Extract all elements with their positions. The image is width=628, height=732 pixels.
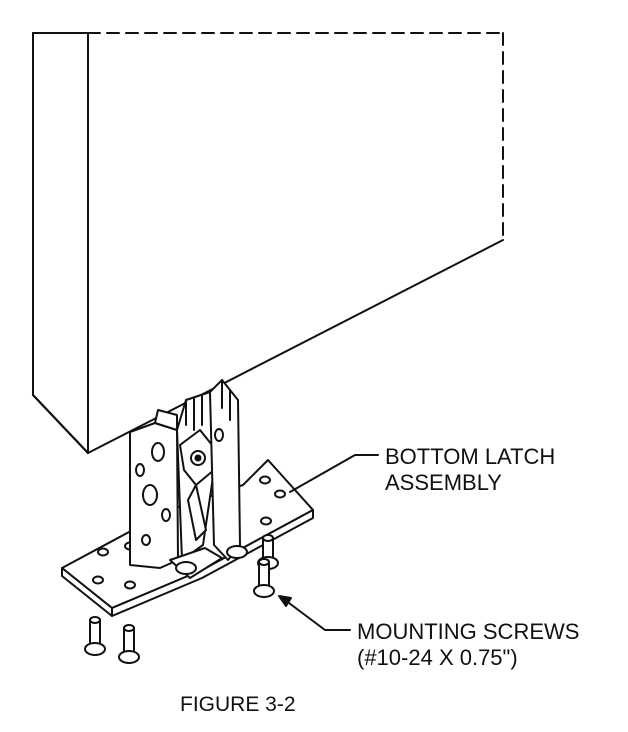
- door-front-face: [88, 33, 503, 453]
- leader-lines: [278, 454, 379, 631]
- door-side-face: [32, 32, 89, 454]
- door-bottom-side-edge: [32, 394, 89, 454]
- leader-mounting-screws: [284, 599, 351, 631]
- latch-roller: [175, 561, 197, 575]
- leader-arrowhead: [278, 595, 292, 607]
- door-bottom-edge: [87, 239, 504, 454]
- latch-right-bracket: [209, 379, 241, 561]
- latch-center-frame-ribs: [185, 394, 203, 431]
- mounting-screws-label-line-2: (#10-24 X 0.75"): [357, 645, 518, 670]
- leader-bottom-latch: [289, 454, 379, 493]
- latch-pawl: [187, 484, 207, 541]
- latch-bracket-hole-lower: [141, 534, 151, 546]
- screw-front-left: [84, 616, 106, 656]
- latch-mechanism: [129, 379, 248, 579]
- latch-bracket-hole-right: [161, 508, 171, 522]
- latch-right-bracket-edge: [221, 379, 231, 421]
- latch-right-bracket-hole: [214, 428, 224, 442]
- bottom-latch-label-line-2: ASSEMBLY: [385, 470, 502, 495]
- screw-front-right: [253, 558, 275, 598]
- bottom-latch-assembly-label: BOTTOM LATCH ASSEMBLY: [385, 444, 555, 496]
- latch-bracket-hole-upper: [151, 442, 165, 462]
- figure-caption: FIGURE 3-2: [180, 693, 296, 716]
- latch-left-bracket-top: [154, 409, 178, 431]
- bottom-latch-label-line-1: BOTTOM LATCH: [385, 444, 556, 469]
- mounting-screws-label: MOUNTING SCREWS (#10-24 X 0.75"): [357, 619, 579, 671]
- latch-bracket-hole-center: [142, 484, 158, 506]
- screw-front-center: [118, 624, 140, 664]
- latch-cam-pin: [194, 454, 202, 462]
- latch-foot-nut: [226, 545, 248, 559]
- door-panel: [32, 32, 504, 454]
- mounting-screws-label-line-1: MOUNTING SCREWS: [357, 619, 580, 644]
- mounting-screws: [84, 534, 279, 664]
- base-plate-holes: [92, 475, 286, 590]
- latch-bracket-hole-left: [135, 463, 145, 477]
